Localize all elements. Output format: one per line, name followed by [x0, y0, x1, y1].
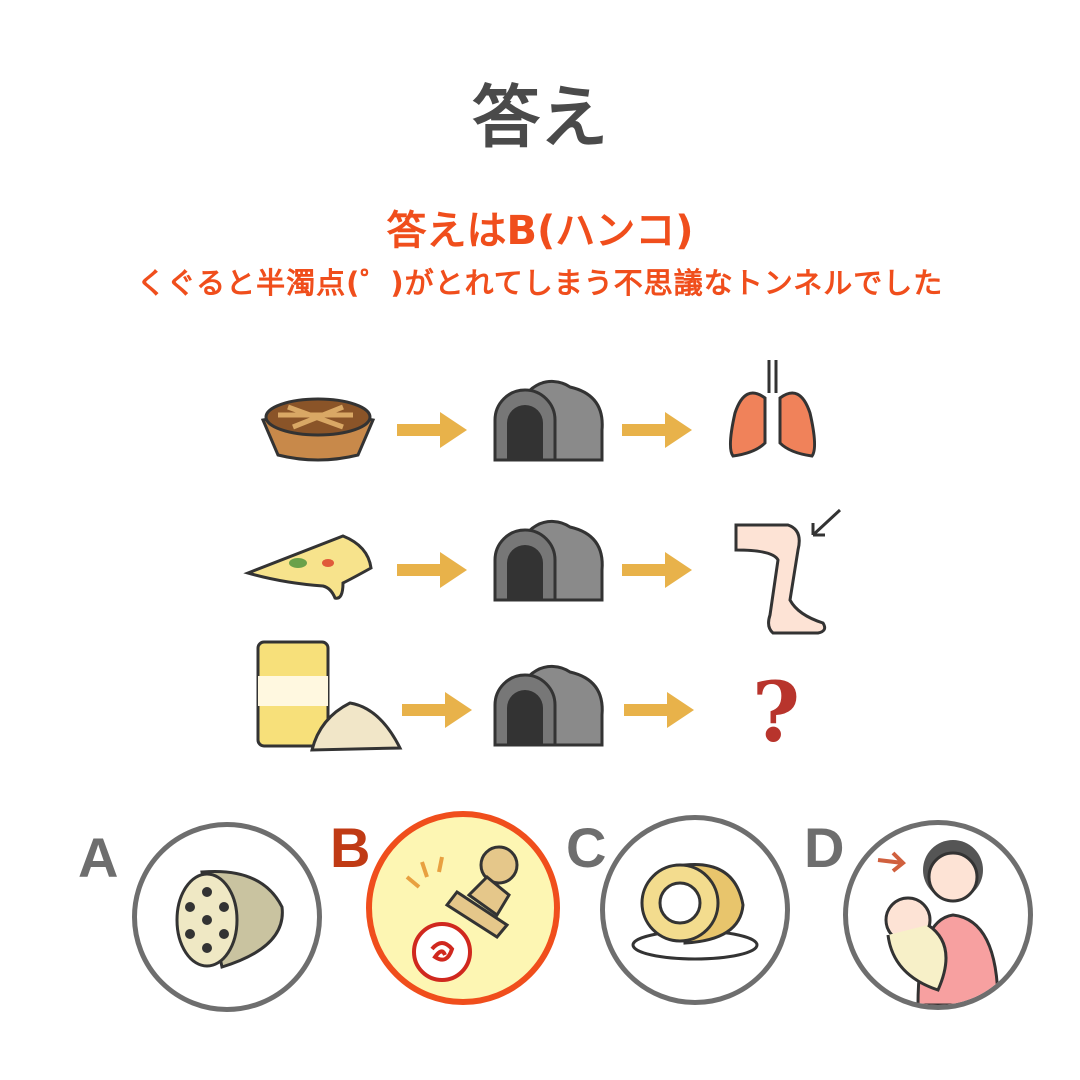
question-mark-icon: ? [752, 665, 801, 761]
choice-b-label: B [330, 816, 371, 879]
lungs-icon [728, 360, 817, 458]
hanko-stamp-icon [405, 845, 519, 982]
arrow-icon [397, 552, 467, 588]
flour-icon [256, 640, 403, 752]
page-title: 答え [471, 79, 608, 158]
choice-c[interactable] [600, 815, 790, 1005]
choice-c-label: C [566, 816, 607, 879]
arrow-icon [624, 692, 694, 728]
tunnel-icon [493, 664, 604, 747]
choice-a-label: A [78, 826, 119, 889]
explanation-text: くぐると半濁点(゜)がとれてしまう不思議なトンネルでした [136, 266, 944, 300]
baumkuchen-icon [631, 863, 759, 961]
mother-baby-icon [877, 840, 1000, 1005]
pie-icon [260, 397, 376, 462]
knee-icon [734, 508, 842, 635]
choice-d-label: D [804, 816, 845, 879]
arrow-icon [622, 412, 692, 448]
lotus-root-icon [175, 869, 284, 969]
pizza-icon [243, 534, 373, 600]
tunnel-icon [493, 519, 604, 602]
answer-text: 答えはB(ハンコ) [386, 208, 694, 254]
arrow-icon [397, 412, 467, 448]
choice-a[interactable] [132, 822, 322, 1012]
choice-d[interactable] [843, 820, 1033, 1010]
choice-b[interactable] [366, 811, 560, 1005]
arrow-icon [622, 552, 692, 588]
arrow-icon [402, 692, 472, 728]
tunnel-icon [493, 379, 604, 462]
